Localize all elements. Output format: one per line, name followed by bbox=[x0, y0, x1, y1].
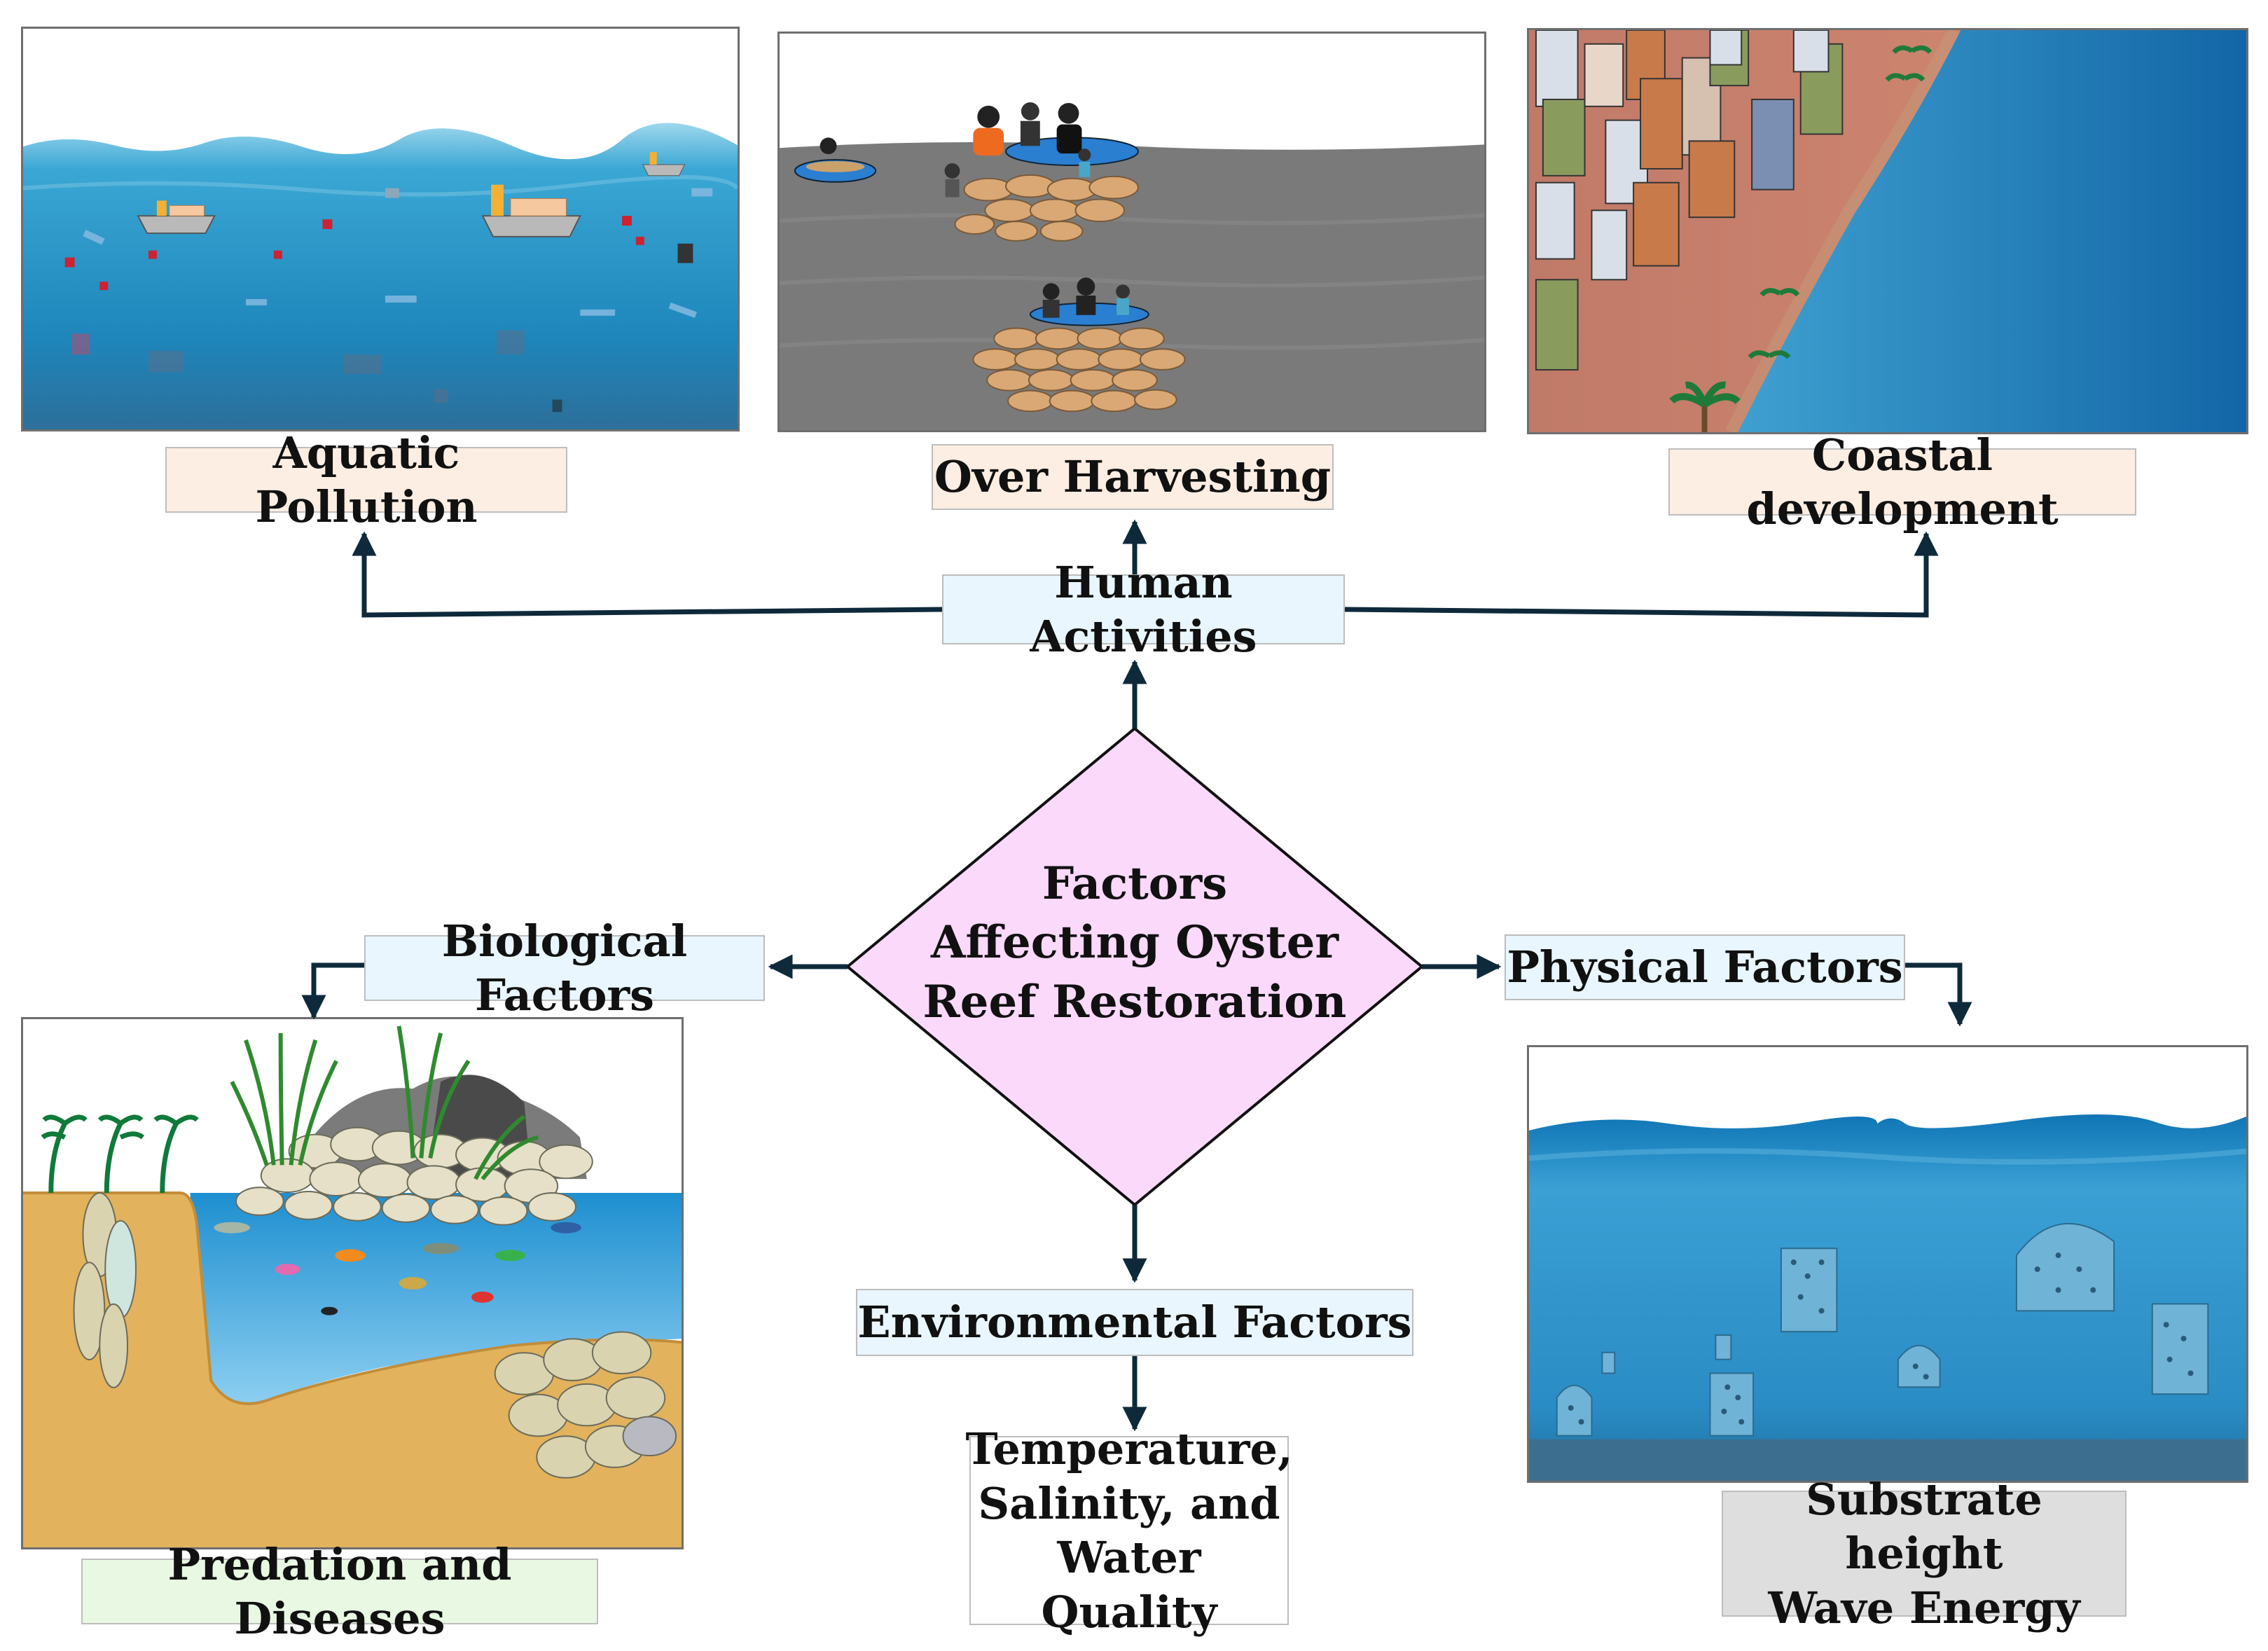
coastal-development-illustration bbox=[1527, 28, 2248, 434]
aquatic-pollution-illustration bbox=[21, 27, 740, 431]
building-icon bbox=[1535, 30, 1844, 371]
environmental-factors-label: Environmental Factors bbox=[856, 1289, 1413, 1356]
boat-icon bbox=[794, 137, 877, 183]
oyster-icon bbox=[954, 174, 1139, 242]
predation-diseases-label: Predation and Diseases bbox=[81, 1539, 598, 1644]
substrate-wave-label: Substrate height Wave Energy bbox=[1722, 1474, 2127, 1633]
temperature-text: Temperature, bbox=[965, 1423, 1293, 1474]
oyster-icon bbox=[73, 1192, 137, 1388]
substrate-height-text: Substrate height bbox=[1806, 1473, 2042, 1580]
palm-tree-icon bbox=[1669, 45, 1932, 432]
physical-factors-label: Physical Factors bbox=[1505, 934, 1905, 1000]
reef-ball-icon bbox=[1556, 1222, 2209, 1437]
water-quality-text: Water Quality bbox=[1041, 1532, 1217, 1638]
person-icon bbox=[944, 102, 1091, 198]
over-harvesting-illustration bbox=[777, 32, 1486, 432]
human-activities-label: Human Activities bbox=[942, 557, 1345, 662]
seagrass-icon bbox=[230, 1025, 539, 1181]
wave-energy-text: Wave Energy bbox=[1768, 1582, 2080, 1633]
physical-factors-illustration bbox=[1527, 1045, 2248, 1483]
fish-icon bbox=[214, 1222, 581, 1315]
over-harvesting-label: Over Harvesting bbox=[932, 444, 1334, 510]
person-icon bbox=[1042, 277, 1130, 318]
oyster-icon bbox=[235, 1126, 593, 1226]
plastic-bag-icon bbox=[385, 188, 693, 263]
aquatic-pollution-label: Aquatic Pollution bbox=[165, 427, 567, 532]
coastal-development-label: Coastal development bbox=[1668, 429, 2136, 534]
ship-icon bbox=[642, 152, 686, 177]
person-icon bbox=[820, 137, 837, 155]
seagrass-icon bbox=[41, 1114, 199, 1194]
temperature-salinity-label: Temperature, Salinity, and Water Quality bbox=[965, 1423, 1292, 1638]
central-title-line2: Affecting Oyster bbox=[930, 916, 1339, 969]
predation-diseases-illustration bbox=[21, 1017, 684, 1549]
central-title: Factors Affecting Oyster Reef Restoratio… bbox=[904, 855, 1366, 1032]
central-title-line1: Factors bbox=[1042, 857, 1228, 910]
central-title-line3: Reef Restoration bbox=[922, 975, 1347, 1028]
ship-icon bbox=[137, 200, 216, 234]
biological-factors-label: Biological Factors bbox=[364, 916, 765, 1021]
ship-icon bbox=[481, 184, 581, 237]
salinity-text: Salinity, and bbox=[978, 1477, 1280, 1529]
